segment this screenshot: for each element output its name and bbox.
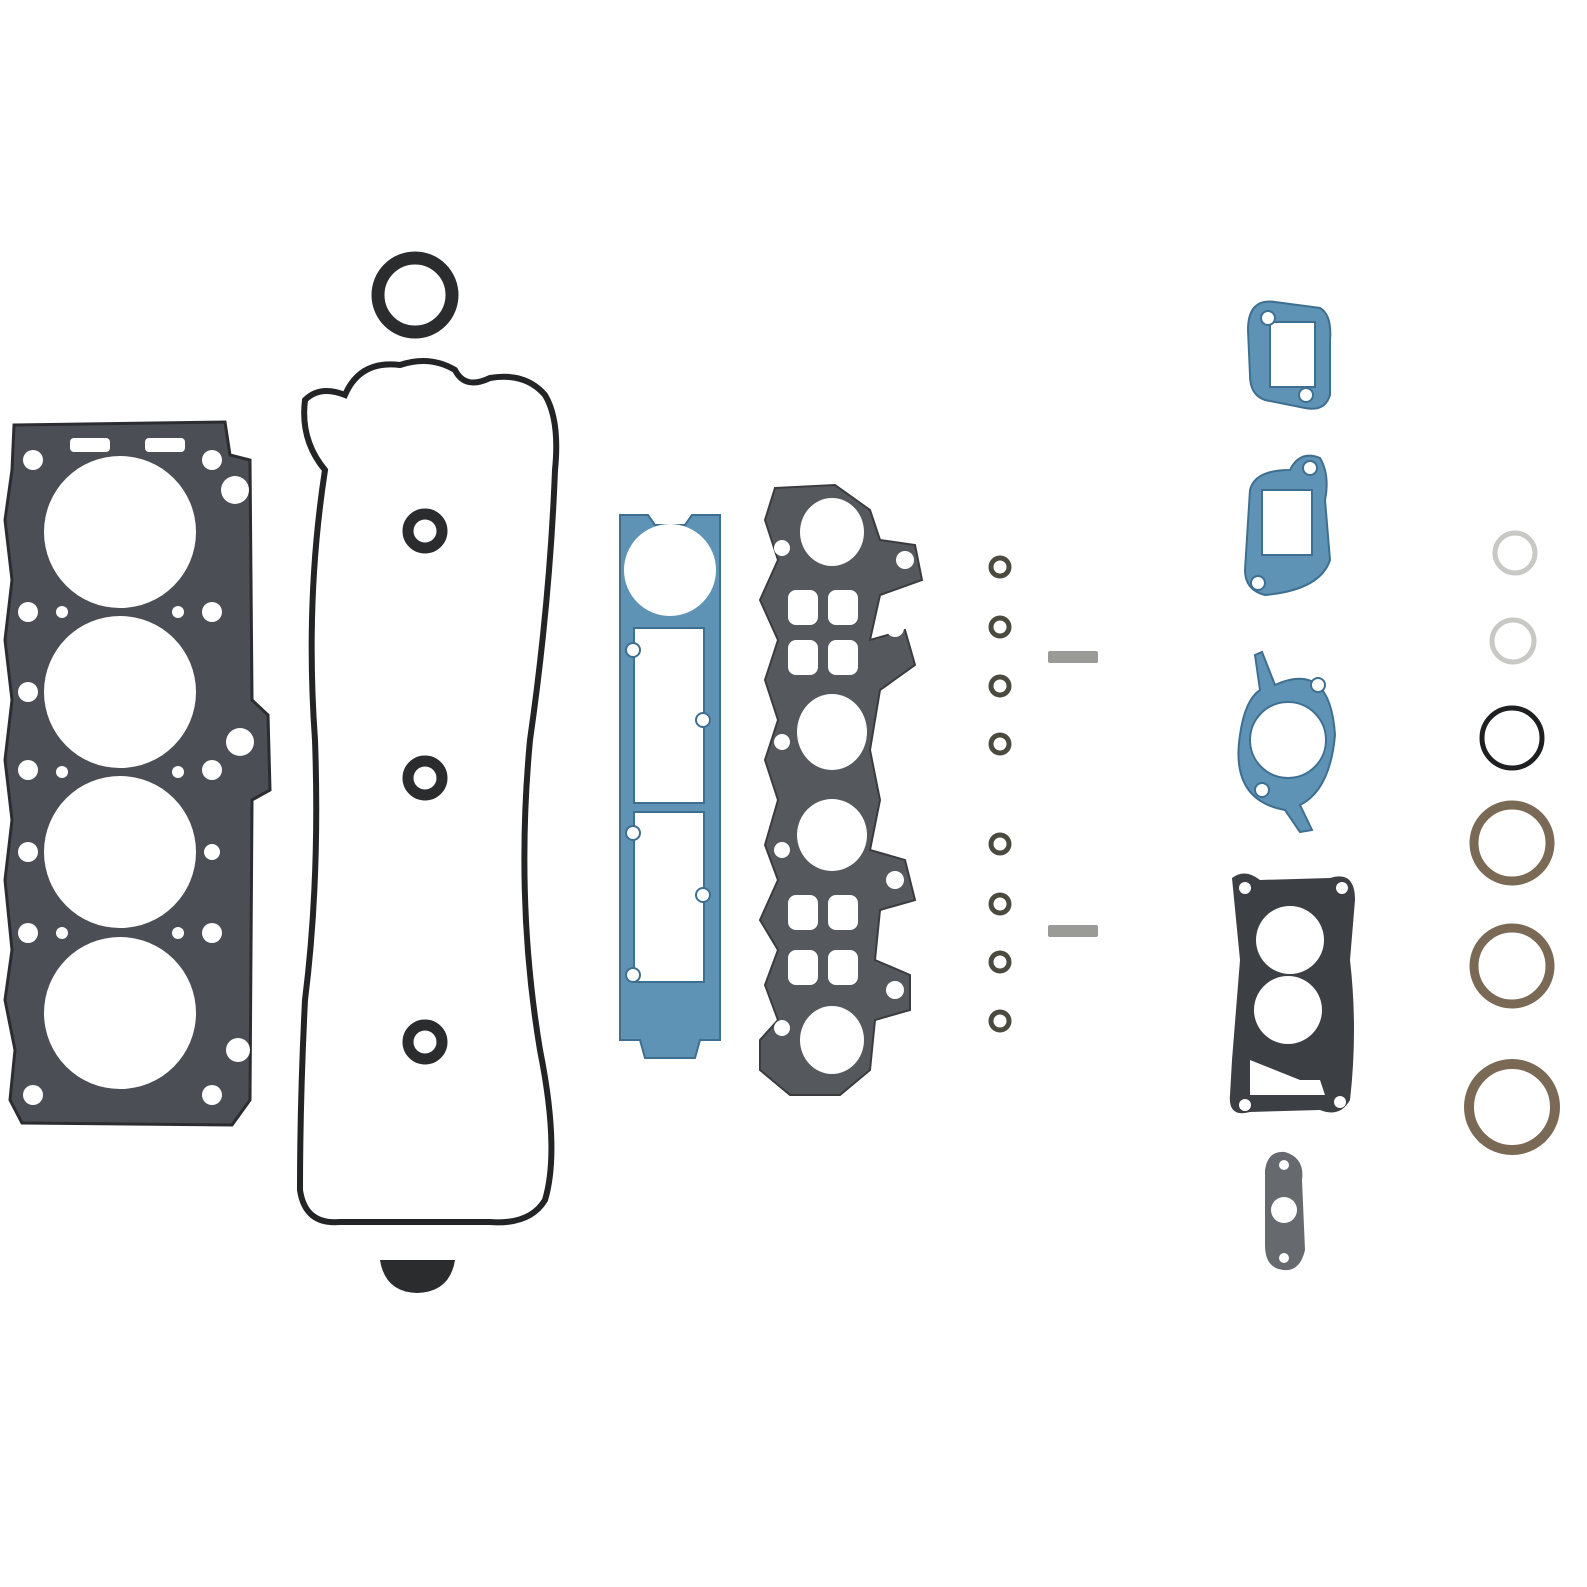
throttle-body-gasket [1229, 873, 1355, 1114]
blue-small-gaskets [1237, 300, 1337, 834]
egr-gasket [1265, 1151, 1305, 1271]
front-seal-ring [371, 251, 459, 339]
dowel-pins [1048, 651, 1098, 937]
head-gasket [3, 420, 272, 1127]
half-moon-seal [380, 1260, 455, 1293]
intake-manifold-gasket [758, 483, 924, 1096]
valve-stem-seals [988, 555, 1012, 1033]
valve-cover-gasket [296, 358, 560, 1226]
blue-plenum-gasket [619, 514, 721, 1059]
seal-rings [1464, 530, 1560, 1155]
spark-plug-seals [402, 508, 448, 1065]
